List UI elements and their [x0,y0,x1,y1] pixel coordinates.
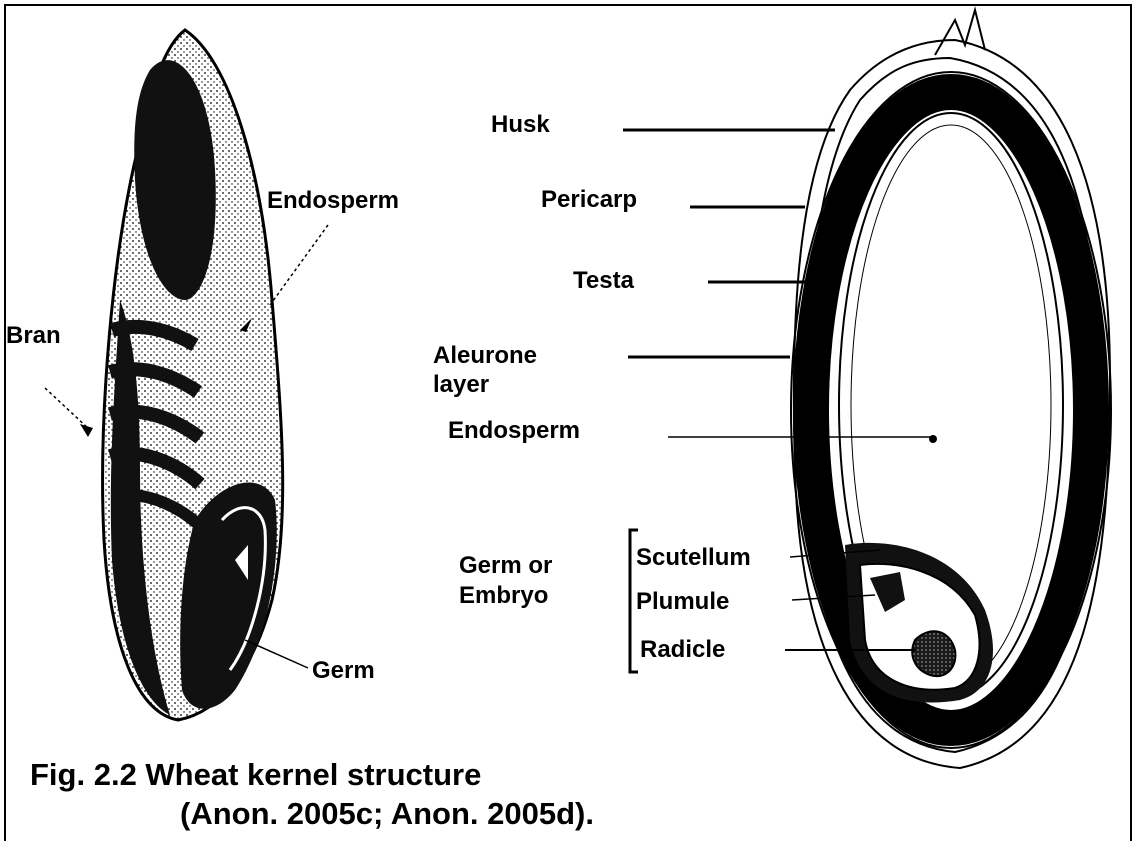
germ-group-label-line1: Germ or [459,553,552,579]
aleurone-label-line2: layer [433,372,489,398]
germ-group-label-line2: Embryo [459,583,548,609]
endosperm-pointer [270,225,328,305]
figure-caption-line2: (Anon. 2005c; Anon. 2005d). [180,797,594,831]
germ-label: Germ [312,658,375,684]
whole-kernel-illustration [45,30,328,720]
radicle-shape [912,631,955,676]
endosperm-leader-dot [929,435,937,443]
figure-caption-line1: Fig. 2.2 Wheat kernel structure [30,758,481,792]
bran-label: Bran [6,323,61,349]
husk-tip [935,10,985,55]
scutellum-label: Scutellum [636,545,751,571]
pericarp-label: Pericarp [541,187,637,213]
germ-pointer [245,640,308,668]
endosperm-label-left: Endosperm [267,188,399,214]
plumule-label: Plumule [636,589,729,615]
bran-pointer [45,388,90,430]
husk-label: Husk [491,112,550,138]
testa-label: Testa [573,268,634,294]
endosperm-label-right: Endosperm [448,418,580,444]
radicle-label: Radicle [640,637,725,663]
aleurone-label-line1: Aleurone [433,343,537,369]
